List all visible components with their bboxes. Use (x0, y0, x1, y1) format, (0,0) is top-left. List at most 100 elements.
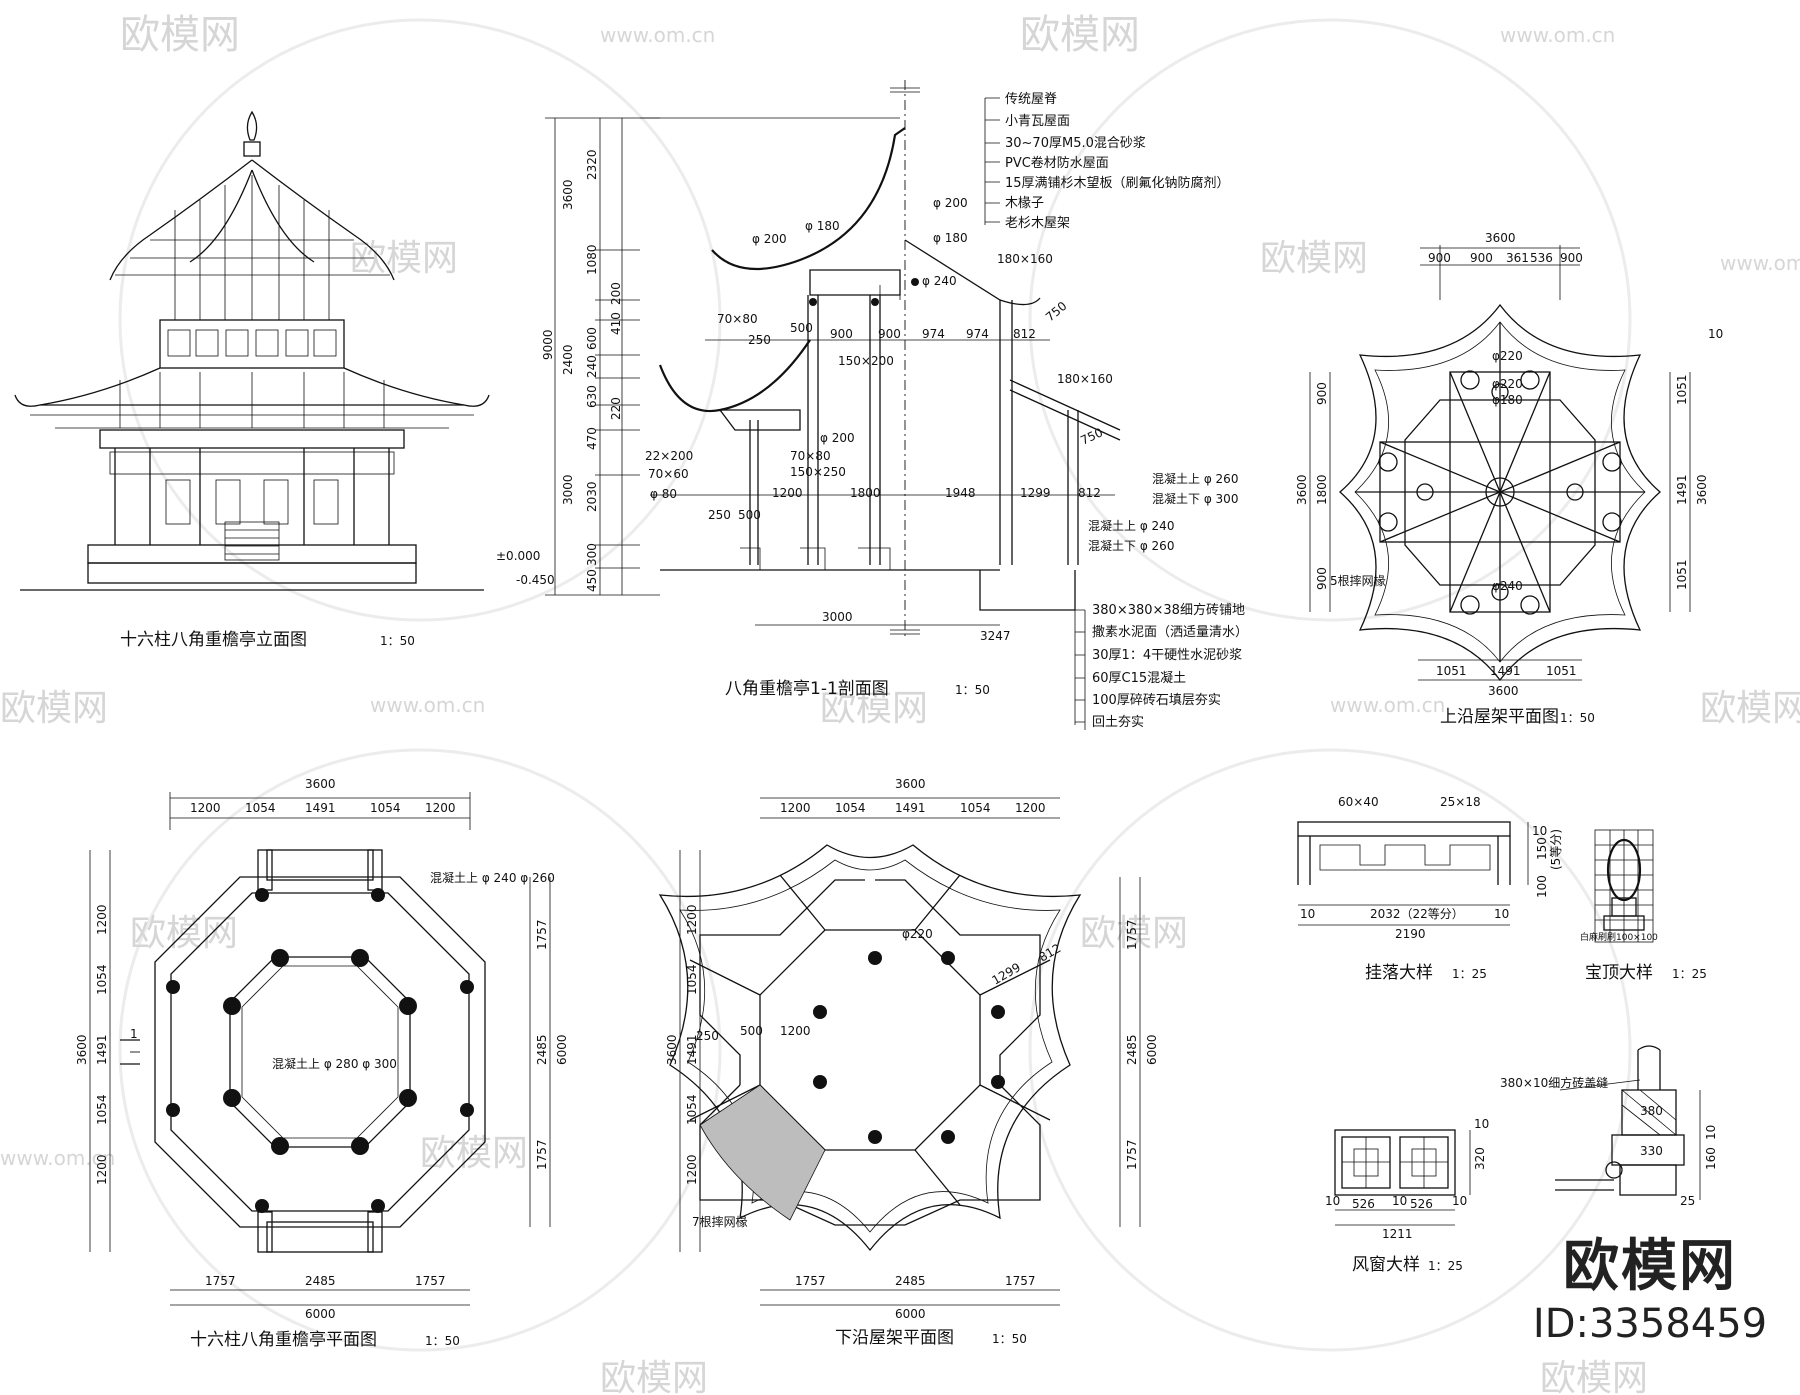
roof-layer: 30~70厚M5.0混合砂浆 (1005, 136, 1146, 151)
dim-label: 160 (1704, 1147, 1718, 1170)
dim-label: 3600 (561, 179, 575, 210)
roof-layer: 15厚满铺杉木望板（刷氟化钠防腐剂） (1005, 175, 1230, 191)
dim-label: 3600 (895, 777, 926, 791)
floor-layer: 30厚1：4干硬性水泥砂浆 (1092, 648, 1242, 663)
dim-label: 1200 (1015, 801, 1046, 815)
dim-label: 3600 (75, 1034, 89, 1065)
member-label: 750 (1043, 299, 1070, 324)
dim-label: 10 (1392, 1194, 1407, 1208)
dim-label: 536 (1530, 251, 1553, 265)
dim-label: 900 (1428, 251, 1451, 265)
window-detail-scale: 1：25 (1428, 1259, 1463, 1273)
dim-label: 526 (1410, 1197, 1433, 1211)
section-member-labels: φ 200 φ 180 φ 200 φ 180 φ 240 180×160 18… (645, 196, 1238, 553)
dim-label: 240 (585, 355, 599, 378)
upper-roof-plan-title: 上沿屋架平面图 (1440, 707, 1559, 727)
dim-label: 60×40 (1338, 795, 1379, 809)
elevation-scale: 1：50 (380, 634, 415, 648)
dim-label: 1800 (850, 486, 881, 500)
dim-label: 1200 (685, 1154, 699, 1185)
upper-roof-plan-drawing (1309, 245, 1691, 682)
dim-label: 470 (585, 427, 599, 450)
dim-label: 1054 (370, 801, 401, 815)
dim-label: 3600 (1488, 684, 1519, 698)
dim-label: 900 (1560, 251, 1583, 265)
dim-label: 630 (585, 385, 599, 408)
dim-label: 1757 (415, 1274, 446, 1288)
dim-label: 1491 (1490, 664, 1521, 678)
dim-label: 2485 (1125, 1034, 1139, 1065)
level-mark: ±0.000 (496, 549, 540, 563)
dim-label: 1200 (95, 1154, 109, 1185)
member-label: 150×200 (838, 354, 894, 368)
elevation-title: 十六柱八角重檐亭立面图 (120, 630, 307, 650)
dim-label: 3600 (1485, 231, 1516, 245)
dim-label: 3600 (305, 777, 336, 791)
dim-label: 1051 (1675, 559, 1689, 590)
dim-label: 9000 (541, 329, 555, 360)
floor-layer: 回土夯实 (1092, 715, 1144, 730)
member-label: 180×160 (997, 252, 1053, 266)
dim-label: 白麻刷刷100×100 (1580, 931, 1658, 943)
window-detail-drawing (1334, 1129, 1471, 1226)
finial-detail-title: 宝顶大样 (1585, 963, 1653, 983)
dim-label: 3600 (1695, 474, 1709, 505)
dim-label: 10 (1325, 1194, 1340, 1208)
watermark-brand: 欧模网 (1540, 1358, 1648, 1395)
dim-label: φ180 (1492, 393, 1523, 407)
dim-label: 10 (1704, 1125, 1718, 1140)
dim-label: 600 (585, 327, 599, 350)
dim-label: 500 (738, 508, 761, 522)
member-label: φ 180 (805, 219, 840, 233)
floor-layer-notes: 380×380×38细方砖铺地 撒素水泥面（洒适量清水） 30厚1：4干硬性水泥… (1092, 602, 1248, 730)
brand-logo-text: 欧模网 (1563, 1234, 1737, 1299)
dim-label: 1299 (990, 960, 1023, 987)
dim-label: 6000 (895, 1307, 926, 1321)
dim-label: 1757 (535, 919, 549, 950)
dim-label: 900 (1315, 382, 1329, 405)
dim-label: 10 (1474, 1117, 1489, 1131)
roof-layer: 小青瓦屋面 (1005, 114, 1070, 129)
floor-layer: 380×380×38细方砖铺地 (1092, 602, 1245, 618)
dim-label: 526 (1352, 1197, 1375, 1211)
dim-label: 320 (1473, 1147, 1487, 1170)
dim-label: 1054 (95, 1094, 109, 1125)
dim-label: 500 (790, 321, 813, 335)
dim-label: 10 (1532, 824, 1547, 838)
dim-label: 900 (830, 327, 853, 341)
dim-label: 900 (1315, 567, 1329, 590)
dim-label: 1491 (95, 1034, 109, 1065)
member-label: 70×60 (648, 467, 689, 481)
dim-label: 1054 (835, 801, 866, 815)
dim-label: 330 (1640, 1144, 1663, 1158)
dim-label: 3600 (665, 1034, 679, 1065)
upper-roof-plan-dims: 3600 900 900 361 536 900 1051 1491 1051 … (1295, 231, 1723, 698)
dim-label: 974 (966, 327, 989, 341)
dim-label: 3000 (561, 474, 575, 505)
dim-label: 5根摔网椽 (1330, 574, 1386, 588)
column-base-detail-dims: 380×10细方砖盖缝 380 330 160 10 25 (1500, 1075, 1718, 1208)
brand-badge: 欧模网 ID:3358459 (1515, 1235, 1785, 1349)
section-horizontal-dims: 250 500 900 900 974 974 812 1200 1800 19… (708, 321, 1101, 643)
dim-label: 1757 (795, 1274, 826, 1288)
dim-label: 250 (696, 1029, 719, 1043)
dim-label: 1054 (245, 801, 276, 815)
level-mark: -0.450 (516, 573, 555, 587)
lower-roof-plan-scale: 1：50 (992, 1332, 1027, 1346)
dim-label: 1757 (1005, 1274, 1036, 1288)
member-label: 70×80 (790, 449, 831, 463)
roof-layer: 老杉木屋架 (1005, 216, 1070, 231)
dim-label: 1054 (95, 964, 109, 995)
fascia-detail-scale: 1：25 (1452, 967, 1487, 981)
dim-label: 3247 (980, 629, 1011, 643)
window-detail-dims: 526 526 10 10 10 1211 320 10 (1325, 1117, 1489, 1241)
dim-label: 2485 (305, 1274, 336, 1288)
floor-plan-scale: 1：50 (425, 1334, 460, 1348)
watermark-brand: 欧模网 (1700, 688, 1800, 729)
watermark-url: www.om.cn (0, 1146, 115, 1170)
floor-layer: 撒素水泥面（洒适量清水） (1092, 624, 1248, 640)
floor-layer: 60厚C15混凝土 (1092, 670, 1186, 686)
watermark-brand: 欧模网 (1080, 913, 1188, 954)
dim-label: 1054 (685, 1094, 699, 1125)
